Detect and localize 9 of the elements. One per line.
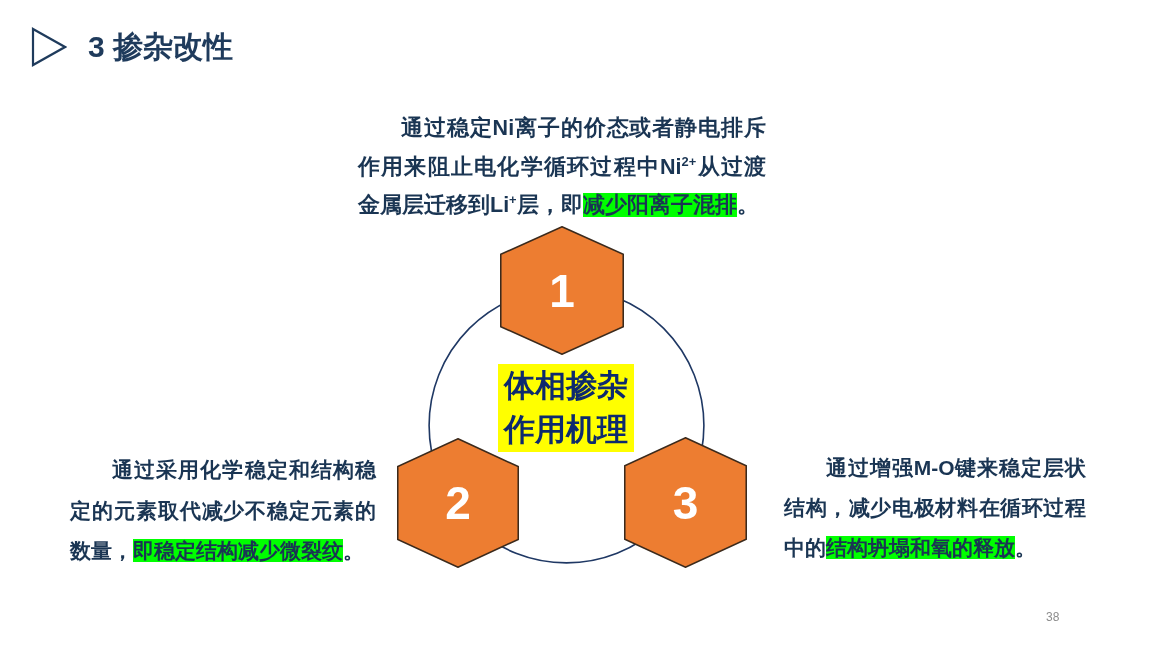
page-number: 38 xyxy=(1046,609,1060,625)
slide-title: 3 掺杂改性 xyxy=(88,29,234,65)
description-text: 通过增强M-O键来稳定层状结构，减少电极材料在循环过程中的结构坍塌和氧的释放。 xyxy=(784,455,1086,561)
step-number: 3 xyxy=(672,477,699,528)
step-number: 1 xyxy=(549,265,575,316)
hexagon-shape xyxy=(500,226,624,355)
description-text: 通过采用化学稳定和结构稳定的元素取代减少不稳定元素的数量，即稳定结构减少微裂纹。 xyxy=(70,457,376,564)
center-label: 体相掺杂作用机理 xyxy=(498,364,634,452)
step-number: 2 xyxy=(445,478,471,528)
